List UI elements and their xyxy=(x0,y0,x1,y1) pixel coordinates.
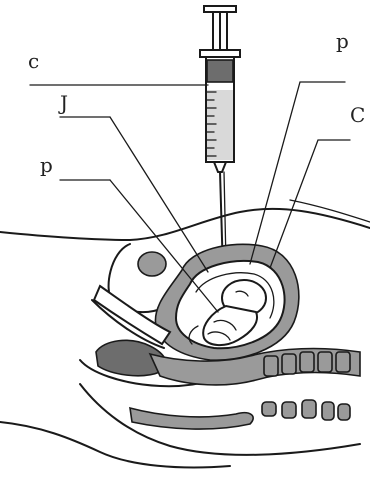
label-fetus: p xyxy=(40,153,53,177)
label-amniotic-fluid: J xyxy=(58,91,68,115)
syringe-nozzle xyxy=(214,162,226,172)
barrel-flange xyxy=(200,50,240,57)
leader-lines xyxy=(30,82,350,312)
pubic-bone xyxy=(130,408,253,429)
label-uterus: C xyxy=(350,103,365,127)
label-amnion: p xyxy=(336,29,349,53)
coccyx-segments xyxy=(262,400,350,420)
leader-amniotic-fluid xyxy=(110,117,208,272)
label-syringe: c xyxy=(28,49,39,73)
sacrum-vertebrae xyxy=(264,352,350,376)
syringe xyxy=(200,6,240,272)
plunger-piston xyxy=(207,60,233,82)
leader-amnion xyxy=(250,82,345,264)
small-organ xyxy=(138,252,166,276)
